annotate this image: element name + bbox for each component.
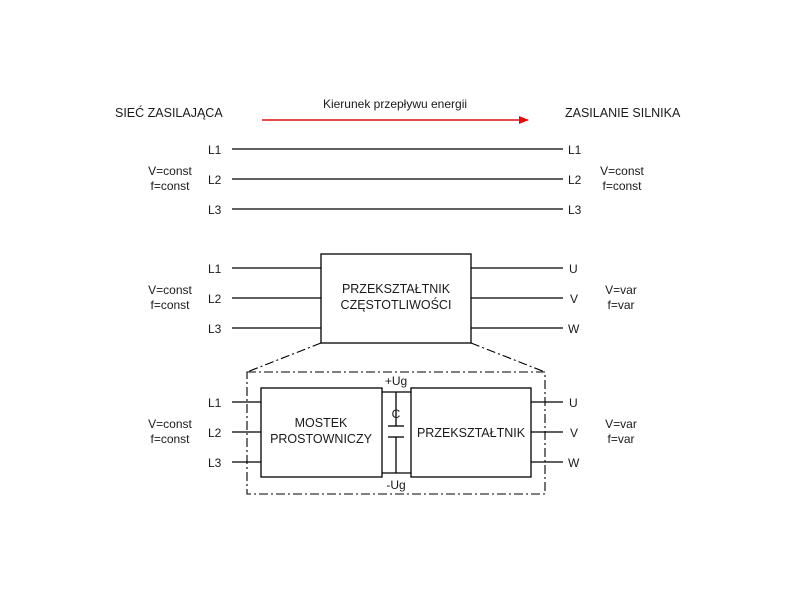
- frequency-converter-label-line1: PRZEKSZTAŁTNIK: [342, 282, 451, 296]
- s2-left-phase-l3: L3: [208, 322, 222, 336]
- s1-left-frequency: f=const: [150, 179, 190, 193]
- frequency-converter-label-line2: CZĘSTOTLIWOŚCI: [341, 297, 452, 312]
- supply-network-title: SIEĆ ZASILAJĄCA: [115, 105, 223, 120]
- s2-right-phase-u: U: [569, 262, 578, 276]
- s3-right-frequency: f=var: [607, 432, 634, 446]
- s2-left-voltage: V=const: [148, 283, 192, 297]
- s2-right-phase-v: V: [570, 292, 578, 306]
- s3-right-phase-u: U: [569, 396, 578, 410]
- s1-left-phase-l2: L2: [208, 173, 222, 187]
- s2-left-phase-l2: L2: [208, 292, 222, 306]
- s3-right-phase-v: V: [570, 426, 578, 440]
- s2-right-voltage: V=var: [605, 283, 637, 297]
- s3-left-phase-l2: L2: [208, 426, 222, 440]
- s3-left-phase-l1: L1: [208, 396, 222, 410]
- s2-left-phase-l1: L1: [208, 262, 222, 276]
- s3-left-phase-l3: L3: [208, 456, 222, 470]
- capacitor-label: C: [392, 407, 401, 421]
- s3-right-voltage: V=var: [605, 417, 637, 431]
- s1-left-phase-l1: L1: [208, 143, 222, 157]
- inverter-label: PRZEKSZTAŁTNIK: [417, 426, 526, 440]
- direct-connection-section: V=const f=const V=const f=const L1 L2 L3…: [148, 143, 644, 217]
- dc-bus-plus-label: +Ug: [385, 374, 407, 388]
- s2-right-phase-w: W: [568, 322, 580, 336]
- frequency-converter-section: V=const f=const V=var f=var L1 L2 L3 PRZ…: [148, 253, 637, 344]
- s1-right-frequency: f=const: [602, 179, 642, 193]
- s3-left-frequency: f=const: [150, 432, 190, 446]
- frequency-converter-box: [320, 253, 472, 344]
- s1-right-phase-l1: L1: [568, 143, 582, 157]
- s1-right-phase-l2: L2: [568, 173, 582, 187]
- rectifier-bridge-box: [260, 387, 383, 478]
- s3-left-voltage: V=const: [148, 417, 192, 431]
- dc-bus-minus-label: -Ug: [386, 478, 405, 492]
- s2-left-frequency: f=const: [150, 298, 190, 312]
- s1-right-voltage: V=const: [600, 164, 644, 178]
- s2-right-frequency: f=var: [607, 298, 634, 312]
- detail-zoom-line-left: [246, 342, 322, 373]
- s1-left-voltage: V=const: [148, 164, 192, 178]
- rectifier-bridge-label-line1: MOSTEK: [295, 416, 348, 430]
- motor-supply-title: ZASILANIE SILNIKA: [565, 106, 681, 120]
- s1-right-phase-l3: L3: [568, 203, 582, 217]
- s3-right-phase-w: W: [568, 456, 580, 470]
- detail-zoom-line-right: [470, 342, 546, 373]
- rectifier-bridge-label-line2: PROSTOWNICZY: [270, 432, 373, 446]
- detail-boundary: [246, 371, 546, 495]
- detailed-converter-section: V=const f=const V=var f=var L1 L2 L3 MOS…: [148, 371, 637, 495]
- energy-flow-label: Kierunek przepływu energii: [323, 97, 467, 111]
- inverter-box: [410, 387, 532, 478]
- s1-left-phase-l3: L3: [208, 203, 222, 217]
